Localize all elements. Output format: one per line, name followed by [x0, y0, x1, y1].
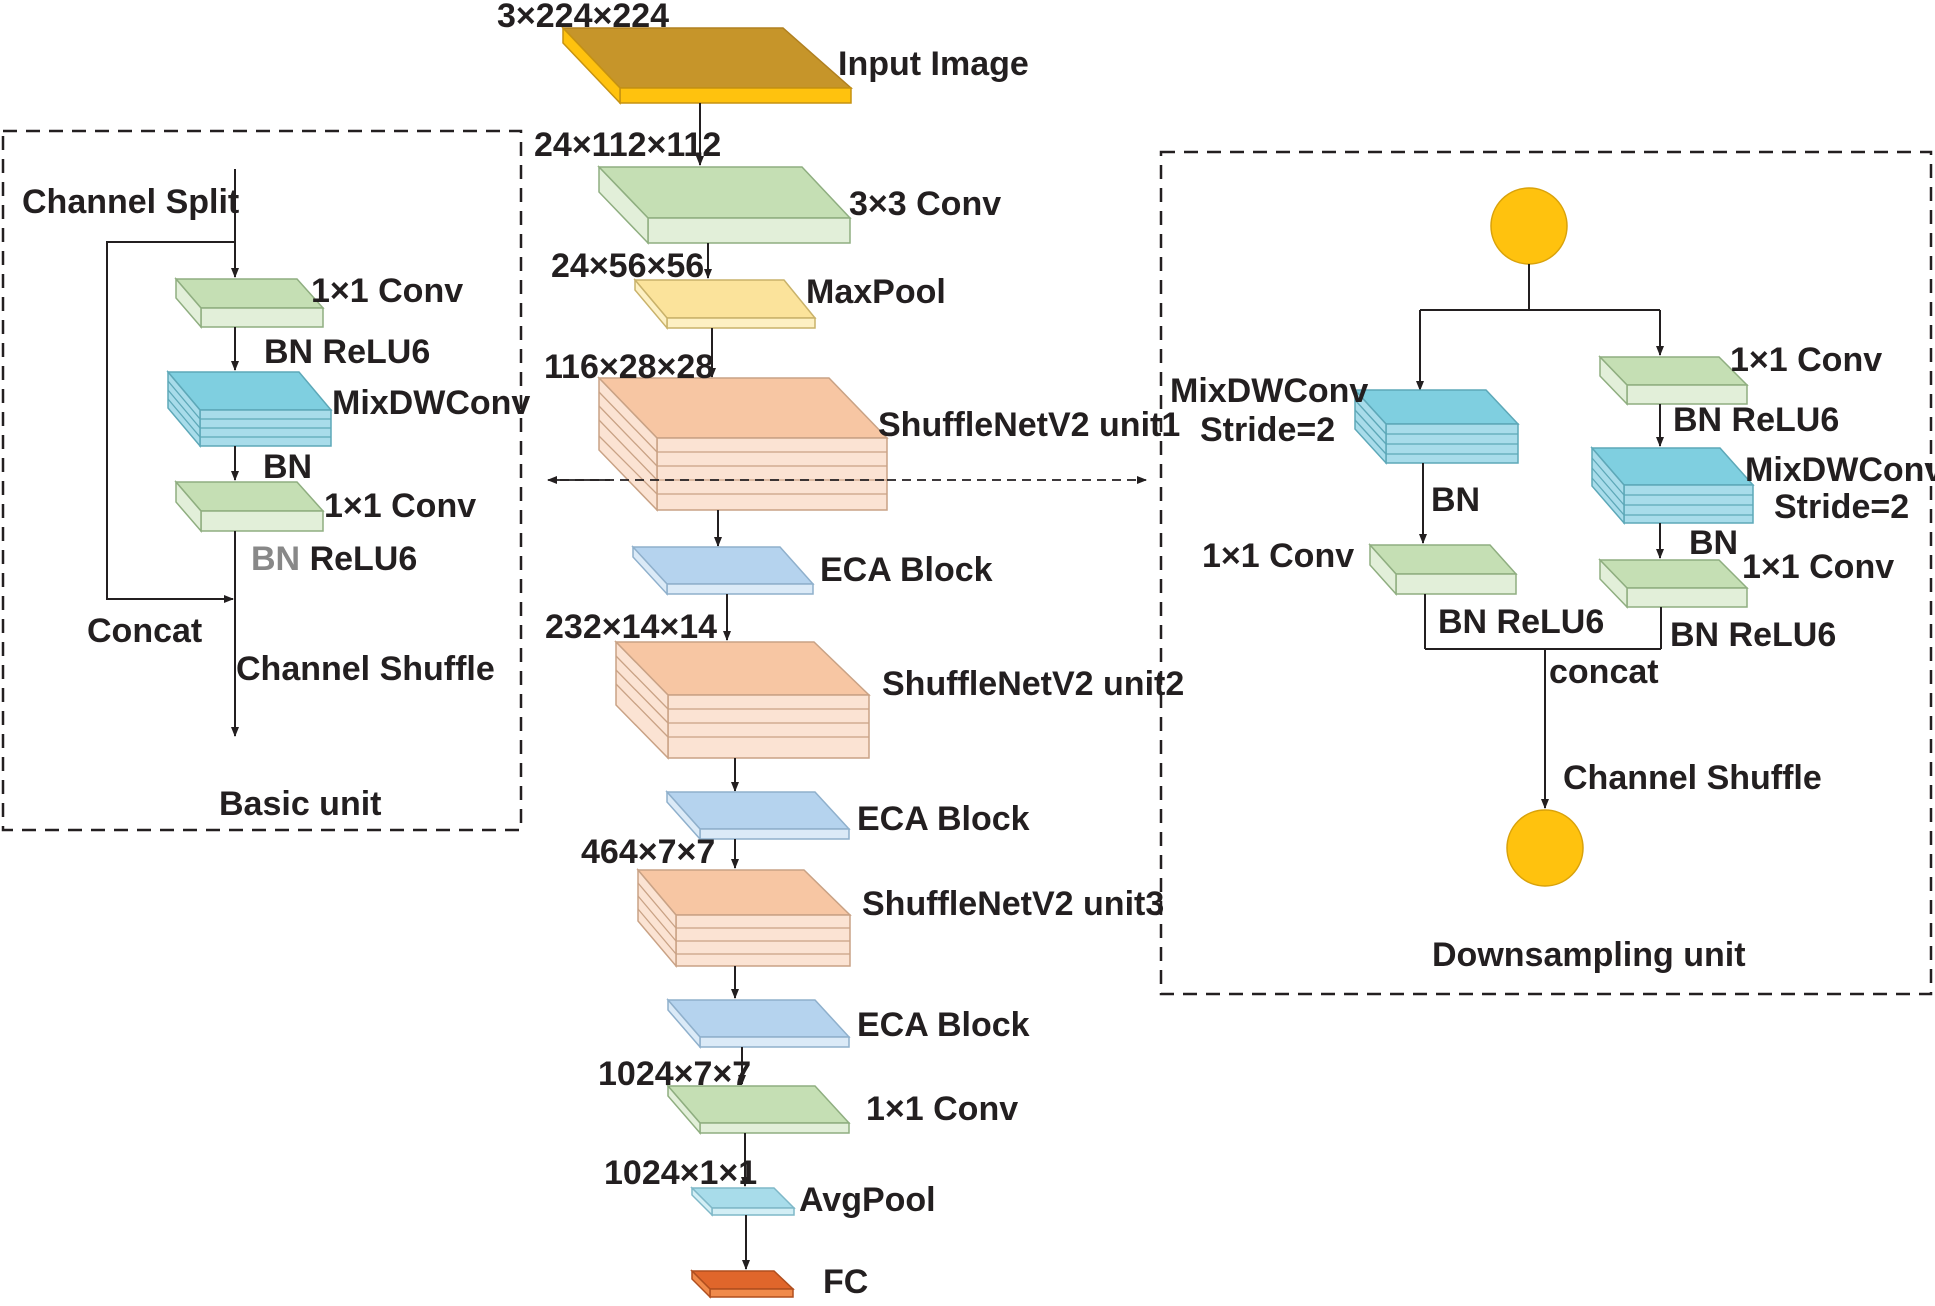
down-left-mixdwconv-block: [1353, 388, 1520, 465]
basic-unit-panel: Channel Split 1×1 Conv BN ReLU6 MixDWCon…: [1, 129, 530, 832]
avgpool-label: AvgPool: [799, 1181, 936, 1219]
basic-bn-label: BN: [263, 448, 312, 486]
basic-conv-b-label: 1×1 Conv: [324, 487, 476, 525]
maxpool-shape-label: 24×56×56: [551, 247, 704, 285]
unit3-label: ShuffleNetV2 unit3: [862, 885, 1164, 923]
down-left-conv-label: 1×1 Conv: [1202, 537, 1354, 575]
unit1-shape-label: 116×28×28: [544, 348, 714, 386]
avgpool-block: [690, 1186, 796, 1217]
down-right-conv-b-label: 1×1 Conv: [1742, 548, 1894, 586]
down-concat-label: concat: [1549, 653, 1659, 691]
input-image-block: [561, 26, 853, 105]
down-left-bn-relu-label: BN ReLU6: [1438, 603, 1604, 641]
down-right-bn-relu-b-label: BN ReLU6: [1670, 616, 1836, 654]
basic-channel-split-label: Channel Split: [22, 183, 239, 221]
basic-unit-title: Basic unit: [219, 785, 381, 823]
eca1-label: ECA Block: [820, 551, 993, 589]
maxpool-block: [633, 277, 817, 331]
down-left-conv-block: [1368, 543, 1518, 596]
down-left-mixdw-line2: Stride=2: [1200, 411, 1335, 449]
eca1-block: [631, 545, 815, 596]
basic-conv-b-block: [174, 479, 325, 534]
unit1-label: ShuffleNetV2 unit1: [878, 406, 1180, 444]
basic-mixdwconv-block: [166, 369, 333, 449]
main-pipeline: 3×224×224 Input Image 24×112×112 3×3 Con…: [497, 0, 1184, 1301]
down-right-conv-b-block: [1598, 558, 1749, 609]
fc-label: FC: [823, 1263, 868, 1301]
downsampling-unit-panel: MixDWConv Stride=2 BN 1×1 Conv BN ReLU6 …: [1159, 150, 1935, 996]
unit1-block: [597, 376, 889, 512]
basic-mixdwconv-label: MixDWConv: [332, 384, 530, 422]
down-left-bn-label: BN: [1431, 481, 1480, 519]
input-side: [562, 26, 621, 105]
basic-conv-a-block: [174, 276, 325, 330]
eca3-label: ECA Block: [857, 1006, 1030, 1044]
down-right-mixdw-line2: Stride=2: [1774, 488, 1909, 526]
down-right-mixdwconv-block: [1590, 445, 1755, 526]
basic-bn-relu-b-bn: BN: [251, 540, 300, 578]
basic-concat-label: Concat: [87, 612, 202, 650]
input-node-circle: [1490, 187, 1568, 265]
basic-bn-relu-b-label: BN ReLU6: [251, 540, 417, 578]
basic-bn-relu-b-relu: ReLU6: [310, 540, 418, 578]
unit2-shape-label: 232×14×14: [545, 608, 717, 646]
basic-channel-shuffle-label: Channel Shuffle: [236, 650, 495, 688]
down-right-bn-label: BN: [1689, 524, 1738, 562]
conv1x1-block: [666, 1083, 851, 1136]
down-right-conv-a-block: [1598, 355, 1749, 406]
conv3x3-block: [597, 165, 852, 245]
input-front: [619, 87, 852, 104]
down-right-conv-a-label: 1×1 Conv: [1730, 341, 1882, 379]
unit3-block: [636, 867, 852, 969]
conv3x3-label: 3×3 Conv: [849, 185, 1001, 223]
conv3x3-shape-label: 24×112×112: [534, 126, 721, 164]
basic-unit-border: [1, 129, 523, 832]
eca3-block: [666, 997, 851, 1050]
downsampling-unit-title: Downsampling unit: [1432, 936, 1746, 974]
unit2-block: [614, 640, 871, 760]
conv1x1-shape-label: 1024×7×7: [598, 1055, 751, 1093]
conv1x1-label: 1×1 Conv: [866, 1090, 1018, 1128]
basic-conv-a-label: 1×1 Conv: [311, 272, 463, 310]
eca2-label: ECA Block: [857, 800, 1030, 838]
down-right-bn-relu-a-label: BN ReLU6: [1673, 401, 1839, 439]
eca2-block: [665, 790, 851, 841]
input-shape-label: 3×224×224: [497, 0, 669, 35]
down-channel-shuffle-label: Channel Shuffle: [1563, 759, 1822, 797]
down-right-mixdw-line1: MixDWConv: [1745, 451, 1935, 489]
unit2-label: ShuffleNetV2 unit2: [882, 665, 1184, 703]
unit3-shape-label: 464×7×7: [581, 833, 715, 871]
avgpool-shape-label: 1024×1×1: [604, 1154, 757, 1192]
output-node-circle: [1506, 809, 1584, 887]
basic-bn-relu-a-label: BN ReLU6: [264, 333, 430, 371]
maxpool-label: MaxPool: [806, 273, 946, 311]
fc-block: [690, 1269, 795, 1299]
down-left-mixdw-line1: MixDWConv: [1170, 372, 1368, 410]
input-image-label: Input Image: [838, 45, 1029, 83]
